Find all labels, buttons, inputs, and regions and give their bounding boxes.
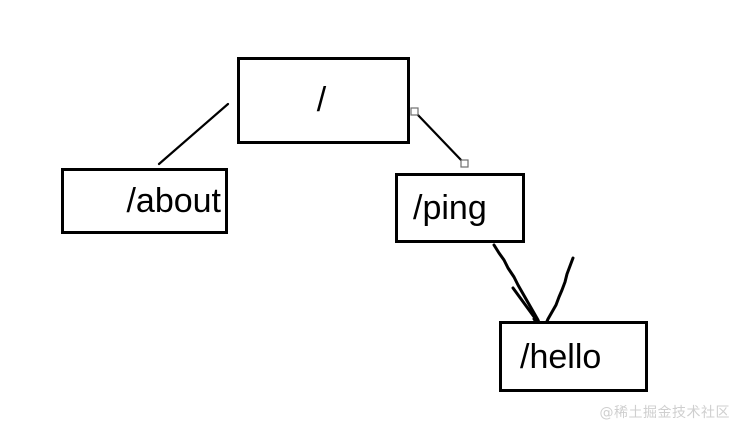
edge-handle-end[interactable] xyxy=(460,159,469,168)
edge-ping-to-hello xyxy=(492,243,549,329)
node-about-label: /about xyxy=(126,182,221,220)
node-hello[interactable]: /hello xyxy=(499,321,648,392)
edge-hello-annotation-stroke xyxy=(543,256,575,328)
node-about[interactable]: /about xyxy=(61,168,228,234)
node-ping-label: /ping xyxy=(413,189,487,227)
edge-root-to-ping[interactable] xyxy=(410,107,469,168)
node-root[interactable]: / xyxy=(237,57,410,144)
edge-root-to-about xyxy=(157,102,230,166)
node-root-label: / xyxy=(316,80,327,119)
node-ping[interactable]: /ping xyxy=(395,173,525,243)
watermark: @稀土掘金技术社区 xyxy=(599,405,730,421)
arrowhead-barb-left xyxy=(511,286,542,327)
edge-handle-start[interactable] xyxy=(410,107,419,116)
node-hello-label: /hello xyxy=(520,337,602,376)
